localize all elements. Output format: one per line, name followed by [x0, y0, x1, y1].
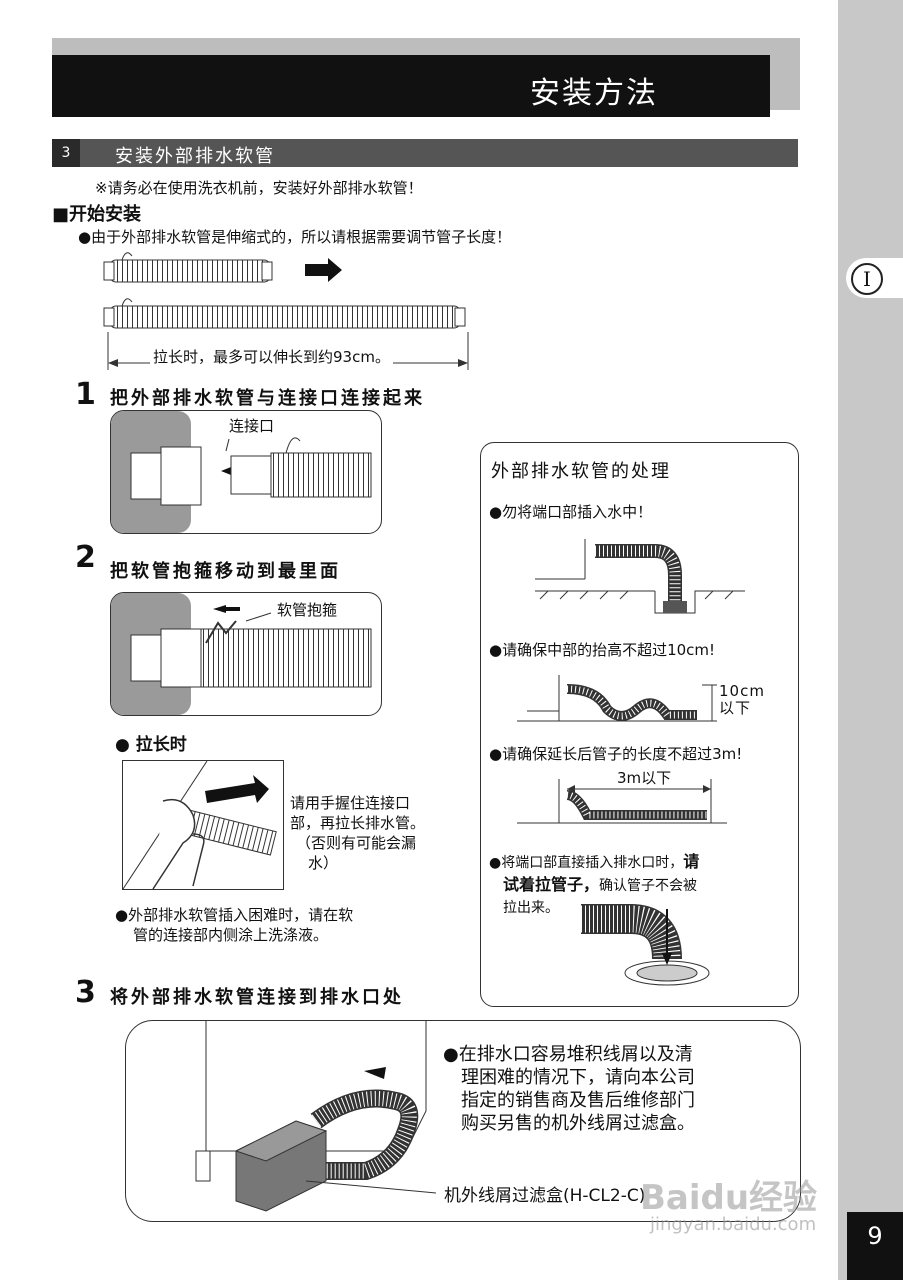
insertion-tip-line: 管的连接部内侧涂上洗涤液。 [133, 926, 329, 944]
pull-note-text: 拉出来。 [503, 900, 559, 916]
panel-item-max-length: ●请确保延长后管子的长度不超过3m! [489, 745, 743, 763]
panel-item-max-height: ●请确保中部的抬高不超过10cm! [489, 641, 716, 659]
page-number: 9 [847, 1212, 903, 1280]
insertion-tip-line: ●外部排水软管插入困难时，请在软 [115, 906, 354, 924]
pull-test-note: ●将端口部直接插入排水口时，请 试着拉管子，确认管子不会被 拉出来。 [489, 851, 789, 919]
chapter-marker: I [851, 263, 883, 295]
no-water-illustration [535, 539, 745, 614]
height-limit-label: 10cm 以下 [719, 683, 765, 717]
step-3-number: 3 [75, 975, 96, 1010]
page-title: 安装方法 [530, 76, 658, 111]
step-2-illustration: 软管抱箍 [110, 592, 382, 716]
stretch-caption: 拉长时，最多可以伸长到约93cm。 [150, 346, 393, 367]
step-3-text: 将外部排水软管连接到排水口处 [110, 987, 404, 1008]
filter-box-label: 机外线屑过滤盒(H-CL2-C) [444, 1186, 646, 1206]
panel-title: 外部排水软管的处理 [491, 461, 671, 482]
stretch-instruction: 请用手握住连接口 部，再拉长排水管。 （否则有可能会漏 水） [290, 793, 425, 873]
filter-note-line: ●在排水口容易堆积线屑以及清 [443, 1044, 693, 1065]
drain-insert-illustration [581, 904, 710, 986]
step-1-number: 1 [75, 377, 96, 412]
page-side-band [838, 0, 903, 1280]
stretch-illustration [122, 760, 284, 890]
header-bar [52, 55, 770, 117]
stretch-instruction-line: 水） [308, 854, 339, 872]
length-illustration [517, 779, 727, 824]
height-limit-value: 10cm [719, 682, 765, 700]
watermark-brand: Baidu经验 [640, 1178, 818, 1218]
step-2-number: 2 [75, 540, 96, 575]
section-title: 安装外部排水软管 [115, 146, 275, 167]
start-note: ●由于外部排水软管是伸缩式的，所以请根据需要调节管子长度！ [78, 228, 512, 246]
height-illustration [517, 675, 717, 722]
filter-note-line: 购买另售的机外线屑过滤盒。 [461, 1113, 695, 1134]
height-limit-unit: 以下 [719, 699, 752, 717]
pull-note-emphasis: 试着拉管子， [503, 875, 600, 894]
notice-text: ※请务必在使用洗衣机前，安装好外部排水软管！ [95, 179, 423, 197]
watermark-url: jingyan.baidu.com [650, 1214, 817, 1235]
hose-length-illustration [103, 252, 469, 370]
stretch-heading: ● 拉长时 [115, 735, 187, 755]
pull-note-text: 确认管子不会被 [599, 878, 698, 894]
stretch-instruction-line: 请用手握住连接口 [290, 794, 411, 812]
filter-note: ●在排水口容易堆积线屑以及清 理困难的情况下，请向本公司 指定的销售商及售后维修… [443, 1043, 695, 1135]
hose-handling-panel: 外部排水软管的处理 ●勿将端口部插入水中！ ●请确保中部的抬高不超过10cm! … [480, 442, 799, 1007]
section-bar [52, 139, 798, 167]
step-1-text: 把外部排水软管与连接口连接起来 [110, 388, 425, 409]
pull-note-emphasis: 请 [683, 852, 700, 871]
step-2-text: 把软管抱箍移动到最里面 [110, 561, 341, 582]
stretch-instruction-line: （否则有可能会漏 [296, 834, 417, 852]
filter-note-line: 理困难的情况下，请向本公司 [461, 1067, 695, 1088]
section-number: 3 [52, 139, 80, 167]
filter-note-line: 指定的销售商及售后维修部门 [461, 1090, 695, 1111]
stretch-instruction-line: 部，再拉长排水管。 [290, 814, 426, 832]
step-1-illustration: 连接口 [110, 410, 382, 534]
start-heading: ■开始安装 [52, 204, 142, 225]
connector-label: 连接口 [229, 417, 275, 435]
pull-note-text: ●将端口部直接插入排水口时， [489, 855, 684, 871]
filter-box-illustration [195, 1021, 437, 1212]
hose-clamp-label: 软管抱箍 [277, 601, 338, 619]
insertion-tip: ●外部排水软管插入困难时，请在软 管的连接部内侧涂上洗涤液。 [115, 905, 353, 945]
panel-item-no-water: ●勿将端口部插入水中！ [489, 503, 653, 521]
length-limit-label: 3m以下 [615, 767, 674, 788]
filter-box-section: ●在排水口容易堆积线屑以及清 理困难的情况下，请向本公司 指定的销售商及售后维修… [125, 1020, 801, 1222]
